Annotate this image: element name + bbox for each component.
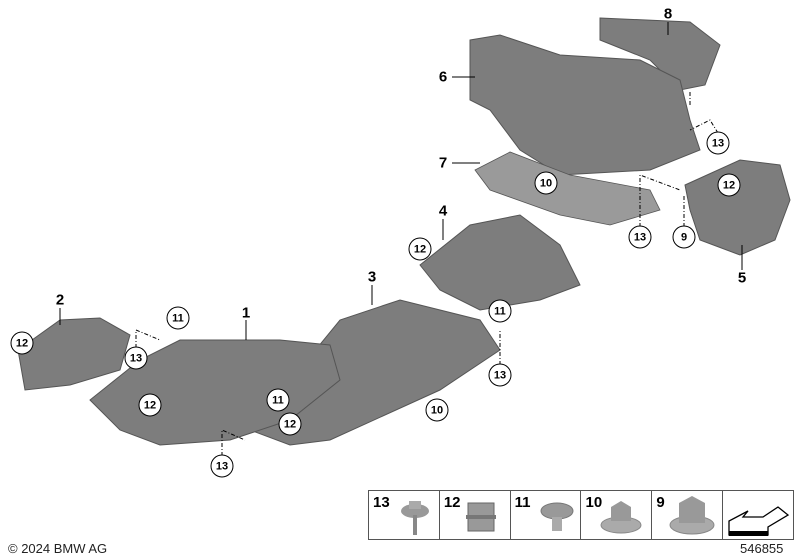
legend-number: 10: [585, 494, 603, 511]
legend-direction: [723, 491, 793, 539]
callout-circled: 11: [488, 299, 512, 323]
part-1-underbody-panel[interactable]: [89, 339, 341, 446]
clip-nut-icon: [465, 502, 496, 532]
callout-circled: 11: [166, 306, 190, 330]
direction-arrow-icon: [728, 506, 790, 536]
legend-collar-nut-small: 10: [581, 491, 653, 539]
diagram-number: 546855: [740, 541, 784, 556]
callout-circled: 12: [278, 412, 302, 436]
legend-clip-nut: 12: [440, 491, 511, 539]
callout-circled: 13: [628, 225, 652, 249]
legend-expansion-rivet: 11: [511, 491, 582, 539]
legend-number: 13: [373, 494, 390, 511]
callout-circled: 12: [717, 173, 741, 197]
callout-circled: 13: [706, 131, 730, 155]
copyright: © 2024 BMW AG: [8, 541, 108, 556]
callout-circled: 13: [210, 454, 234, 478]
callout-circled: 12: [10, 331, 34, 355]
callout-4: 4: [438, 202, 448, 220]
screw-icon: [401, 501, 429, 535]
part-8-crossbar[interactable]: [599, 17, 721, 91]
callout-circled: 10: [425, 398, 449, 422]
rivet-icon: [540, 502, 574, 531]
part-7-panel[interactable]: [474, 151, 661, 226]
callout-7: 7: [438, 154, 448, 172]
legend-collar-nut-large: 9: [652, 491, 724, 539]
part-5-wheel-arch[interactable]: [684, 159, 791, 256]
callout-1: 1: [241, 304, 251, 322]
part-4-underbody-shield[interactable]: [419, 214, 581, 311]
callout-5: 5: [737, 269, 747, 287]
legend-number: 12: [443, 494, 461, 511]
callout-circled: 12: [408, 237, 432, 261]
legend-number: 11: [514, 494, 531, 511]
part-6-engine-shield[interactable]: [469, 34, 701, 176]
hex-nut-icon: [669, 496, 715, 535]
callout-8: 8: [663, 5, 673, 23]
legend-number: 9: [656, 494, 665, 511]
callout-3: 3: [367, 268, 377, 286]
part-2-side-panel[interactable]: [17, 317, 131, 391]
callout-circled: 11: [266, 388, 290, 412]
legend-screw: 13: [369, 491, 440, 539]
callout-circled: 10: [534, 171, 558, 195]
collar-nut-icon: [600, 501, 642, 534]
fastener-legend: 13 12 11 10 9: [368, 490, 794, 540]
callout-circled: 13: [488, 363, 512, 387]
callout-2: 2: [55, 291, 65, 309]
callout-circled: 13: [124, 346, 148, 370]
callout-circled: 9: [672, 225, 696, 249]
callout-6: 6: [438, 68, 448, 86]
callout-circled: 12: [138, 393, 162, 417]
